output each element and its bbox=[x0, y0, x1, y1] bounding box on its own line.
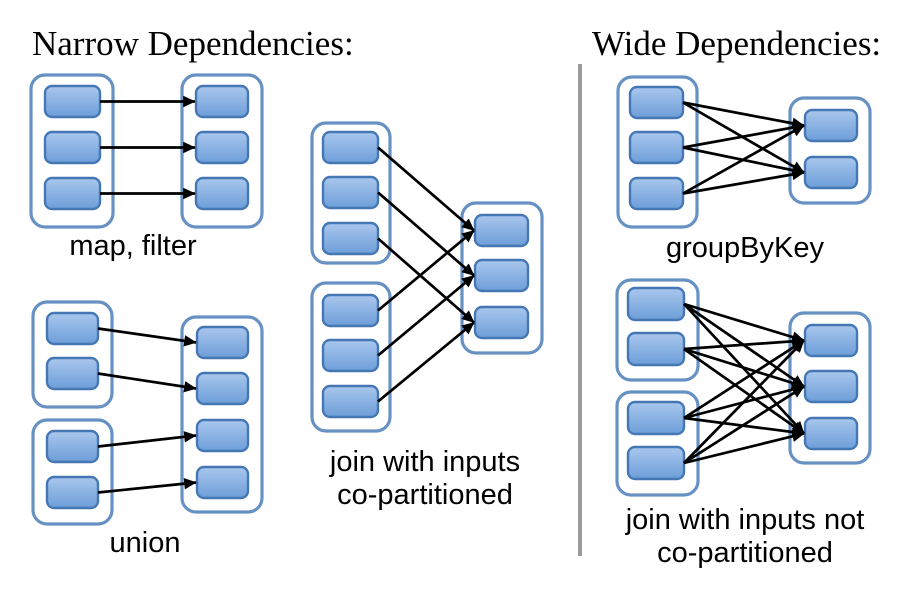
rdd-container bbox=[180, 315, 264, 514]
dependency-arrow bbox=[683, 302, 805, 343]
partition-box bbox=[626, 286, 686, 322]
partition-box bbox=[803, 323, 859, 358]
join-not-co-partitioned-diagram bbox=[615, 278, 872, 497]
wide-dependencies-title: Wide Dependencies: bbox=[592, 24, 882, 63]
dependency-arrow bbox=[683, 430, 805, 465]
groupByKey-diagram bbox=[616, 75, 872, 229]
partition-box bbox=[43, 84, 102, 119]
dependency-arrow bbox=[683, 347, 805, 435]
partition-box bbox=[45, 356, 100, 391]
partition-box bbox=[194, 130, 250, 165]
join-co-partitioned-label-line1: join with inputs bbox=[329, 446, 521, 478]
partition-box bbox=[626, 445, 686, 481]
dependency-arrow bbox=[377, 321, 475, 403]
dependency-arrow bbox=[97, 372, 197, 393]
partition-box bbox=[194, 84, 250, 119]
partition-box bbox=[628, 176, 685, 211]
partition-box bbox=[321, 175, 380, 210]
section-divider bbox=[578, 64, 582, 556]
partition-box bbox=[321, 221, 380, 256]
partition-box bbox=[45, 475, 100, 510]
partition-box bbox=[321, 384, 380, 419]
dependency-arrow bbox=[377, 146, 475, 232]
partition-box bbox=[195, 465, 250, 500]
union-diagram bbox=[31, 300, 264, 526]
dependency-arrow bbox=[682, 168, 805, 195]
partition-box bbox=[194, 176, 250, 211]
dependency-arrow bbox=[377, 191, 475, 277]
partition-box bbox=[45, 429, 100, 464]
dependency-arrow bbox=[683, 347, 805, 389]
dependency-arrow bbox=[682, 121, 805, 149]
dependency-arrow bbox=[97, 431, 197, 448]
dependency-arrow bbox=[377, 274, 475, 357]
partition-box bbox=[626, 400, 686, 436]
partition-box bbox=[473, 213, 530, 248]
narrow-dependencies-title: Narrow Dependencies: bbox=[32, 24, 354, 63]
partition-box bbox=[803, 108, 859, 143]
partition-box bbox=[803, 369, 859, 404]
dependency-arrow bbox=[683, 339, 805, 420]
join-co-partitioned-label-line2: co-partitioned bbox=[337, 479, 513, 511]
partition-box bbox=[43, 176, 102, 211]
map-filter-label-line1: map, filter bbox=[69, 230, 197, 262]
dependency-arrow bbox=[97, 327, 197, 347]
join-co-partitioned-diagram bbox=[310, 121, 544, 433]
partition-box bbox=[803, 416, 859, 451]
partition-box bbox=[321, 130, 380, 165]
dependency-arrow bbox=[377, 229, 475, 312]
partition-box bbox=[195, 325, 250, 360]
partition-box bbox=[803, 155, 859, 190]
dependency-arrow bbox=[683, 335, 805, 351]
partition-box bbox=[626, 331, 686, 367]
partition-box bbox=[321, 338, 380, 373]
join-not-co-partitioned-label-line1: join with inputs not bbox=[625, 504, 865, 536]
dependency-arrow bbox=[683, 339, 805, 464]
partition-box bbox=[473, 258, 530, 293]
partition-box bbox=[628, 85, 685, 120]
groupByKey-label-line1: groupByKey bbox=[666, 232, 824, 264]
partition-box bbox=[473, 305, 530, 340]
dependency-arrow bbox=[683, 385, 805, 465]
partition-box bbox=[321, 293, 380, 328]
partition-box bbox=[628, 130, 685, 165]
partition-box bbox=[45, 311, 100, 346]
dependency-arrow bbox=[682, 124, 805, 195]
partition-box bbox=[43, 130, 102, 165]
partition-box bbox=[195, 418, 250, 453]
join-not-co-partitioned-label-line2: co-partitioned bbox=[657, 537, 833, 569]
dependency-arrow bbox=[682, 101, 805, 129]
dependency-arrow bbox=[97, 478, 197, 494]
union-label-line1: union bbox=[109, 527, 181, 559]
dependency-arrow bbox=[377, 237, 475, 324]
map-filter-diagram bbox=[29, 73, 264, 229]
partition-box bbox=[195, 371, 250, 406]
